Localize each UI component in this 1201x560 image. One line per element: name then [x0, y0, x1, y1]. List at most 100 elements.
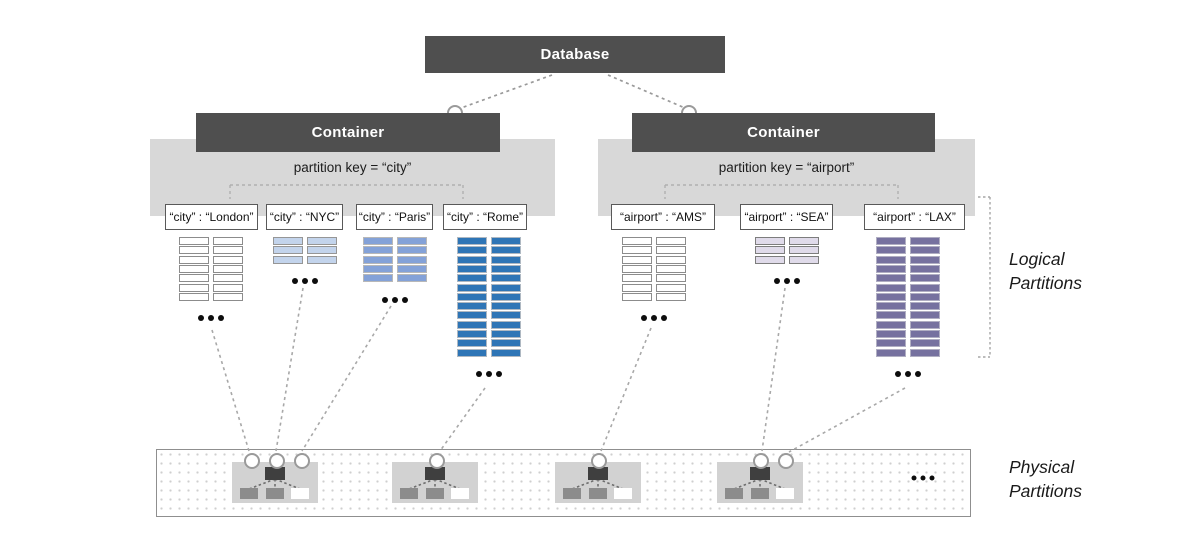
doc-rect: [363, 255, 393, 264]
partition-label: “airport” : “SEA”: [740, 204, 833, 230]
replica-node-icon: [589, 488, 607, 499]
doc-rect: [213, 237, 243, 245]
partition-label: “city” : “London”: [165, 204, 258, 230]
doc-rect: [397, 274, 427, 283]
dot: [292, 277, 298, 284]
cluster-tree-icon: [725, 467, 794, 499]
server-cluster-icon: [555, 462, 641, 503]
doc-rect: [457, 320, 487, 329]
doc-rect: [622, 237, 652, 245]
dot: [641, 315, 647, 322]
dot: [929, 475, 935, 481]
doc-rect: [910, 264, 940, 273]
dot: [911, 475, 917, 481]
doc-rect: [457, 292, 487, 301]
doc-rect: [457, 246, 487, 255]
doc-rect: [213, 255, 243, 264]
doc-rect: [213, 292, 243, 301]
doc-rect: [656, 246, 686, 255]
replica-node-icon: [751, 488, 769, 499]
server-cluster-icon: [392, 462, 478, 503]
dot: [402, 296, 408, 303]
partition-label: “airport” : “AMS”: [611, 204, 715, 230]
replica-node-icon: [426, 488, 444, 499]
doc-rect: [910, 330, 940, 338]
logical-physical-link: [275, 287, 304, 452]
container-box: Container: [632, 113, 935, 152]
doc-rect: [491, 237, 521, 245]
doc-rect: [910, 255, 940, 264]
doc-rect: [491, 320, 521, 329]
doc-rect: [876, 264, 906, 273]
doc-rect: [622, 283, 652, 292]
dot: [661, 315, 667, 322]
logical-partitions-label: Logical Partitions: [1009, 249, 1082, 293]
logical-physical-link: [788, 387, 906, 453]
container-box: Container: [196, 113, 500, 152]
logical-physical-link: [211, 329, 250, 452]
doc-rect: [179, 274, 209, 283]
dot: [302, 277, 308, 284]
doc-rect: [622, 246, 652, 255]
doc-rect: [789, 255, 819, 264]
doc-rect: [273, 237, 303, 245]
database-container-link: [460, 74, 553, 109]
doc-rect: [213, 274, 243, 283]
doc-rect: [307, 246, 337, 255]
doc-rect: [491, 302, 521, 311]
replica-node-icon: [266, 488, 284, 499]
doc-rect: [910, 274, 940, 283]
doc-rect: [457, 255, 487, 264]
doc-rect: [910, 320, 940, 329]
server-cluster-icon: [717, 462, 803, 503]
replica-node-icon: [291, 488, 309, 499]
doc-rect: [876, 348, 906, 357]
ellipsis-dots: [911, 475, 935, 481]
doc-rect: [656, 255, 686, 264]
cluster-tree-icon: [240, 467, 309, 499]
ellipsis-dots: [476, 370, 502, 377]
doc-rect: [876, 283, 906, 292]
doc-rect: [622, 292, 652, 301]
replica-node-icon: [451, 488, 469, 499]
cluster-tree-icon: [400, 467, 469, 499]
database-box: Database: [425, 36, 725, 73]
dot: [392, 296, 398, 303]
doc-rect: [491, 292, 521, 301]
doc-rect: [363, 264, 393, 273]
doc-rect: [457, 237, 487, 245]
root-node-icon: [425, 467, 445, 480]
doc-rect: [755, 237, 785, 245]
doc-rect: [910, 246, 940, 255]
doc-rect: [910, 348, 940, 357]
dot: [905, 370, 911, 377]
doc-rect: [656, 274, 686, 283]
partition-key-label: partition key = “city”: [293, 160, 412, 175]
doc-rect: [755, 246, 785, 255]
doc-rect: [179, 264, 209, 273]
doc-rect: [789, 246, 819, 255]
doc-rect: [491, 348, 521, 357]
dot: [198, 315, 204, 322]
replica-node-icon: [400, 488, 418, 499]
cluster-tree-icon: [563, 467, 632, 499]
doc-rect: [910, 302, 940, 311]
physical-partitions-label: Physical Partitions: [1009, 457, 1082, 501]
doc-rect: [397, 264, 427, 273]
doc-rect: [363, 246, 393, 255]
partition-label: “airport” : “LAX”: [864, 204, 965, 230]
logical-physical-link: [761, 287, 786, 452]
doc-rect: [457, 348, 487, 357]
doc-rect: [622, 264, 652, 273]
ellipsis-dots: [774, 277, 800, 284]
logical-physical-link: [600, 327, 652, 452]
doc-rect: [491, 283, 521, 292]
doc-rect: [491, 246, 521, 255]
doc-rect: [363, 237, 393, 245]
doc-rect: [213, 246, 243, 255]
doc-rect: [910, 292, 940, 301]
doc-rect: [307, 237, 337, 245]
doc-rect: [656, 292, 686, 301]
doc-rect: [457, 274, 487, 283]
